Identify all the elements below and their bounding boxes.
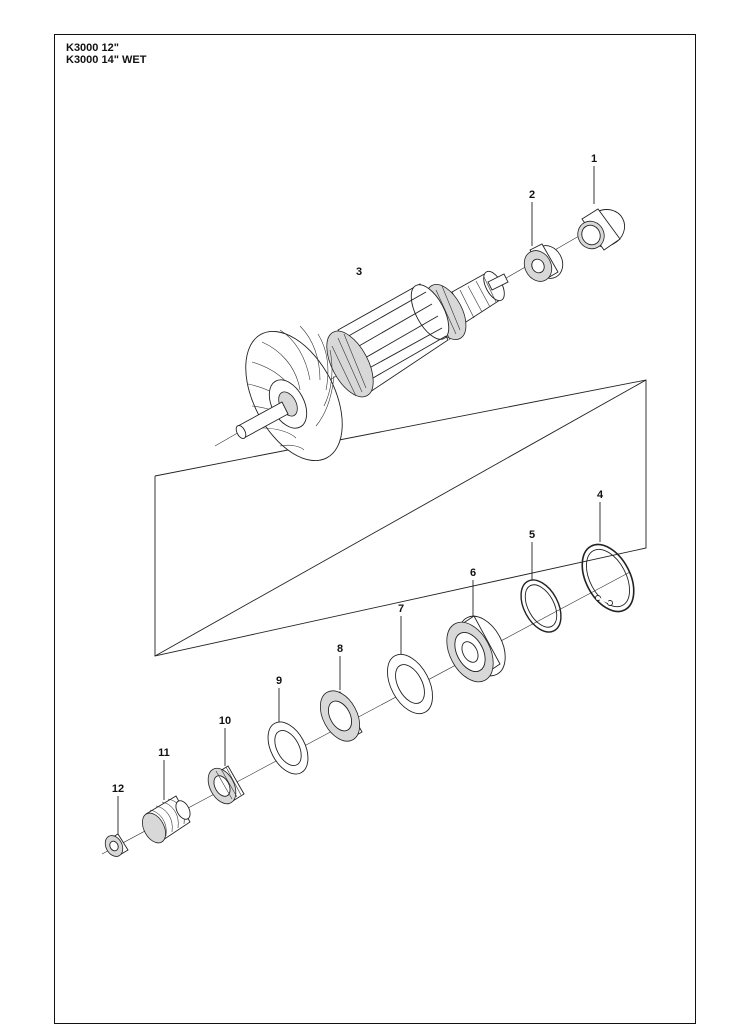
- part-12-nut: [104, 833, 129, 857]
- part-1-bearing-sleeve: [577, 208, 626, 251]
- part-8-ball-bearing: [319, 690, 363, 742]
- model-title-line-1: K3000 12": [66, 42, 119, 54]
- model-title-line-2: K3000 14" WET: [66, 54, 147, 66]
- part-6-ball-bearing: [446, 615, 506, 683]
- part-3-armature: [235, 270, 509, 462]
- callout-6: 6: [470, 567, 476, 579]
- part-7-washer: [387, 653, 433, 715]
- callout-9: 9: [276, 675, 282, 687]
- part-5-shim-ring: [520, 579, 562, 633]
- callout-1: 1: [591, 153, 597, 165]
- part-9-washer: [267, 721, 309, 775]
- callout-4: 4: [597, 489, 604, 501]
- part-11-pinion-gear: [142, 795, 191, 844]
- assembly-bracket-diagonal: [154, 379, 647, 657]
- callout-12: 12: [112, 783, 124, 795]
- callout-7: 7: [398, 603, 404, 615]
- part-2-ball-bearing: [523, 243, 564, 282]
- callout-10: 10: [219, 715, 231, 727]
- callout-8: 8: [337, 643, 343, 655]
- callout-11: 11: [158, 747, 170, 759]
- callout-2: 2: [529, 189, 535, 201]
- part-4-circlip: [581, 543, 635, 613]
- callout-5: 5: [529, 529, 535, 541]
- lower-axis-line: [101, 571, 631, 855]
- callout-3: 3: [356, 266, 362, 278]
- assembly-bracket: [154, 379, 647, 657]
- part-10-threaded-sleeve: [207, 765, 245, 805]
